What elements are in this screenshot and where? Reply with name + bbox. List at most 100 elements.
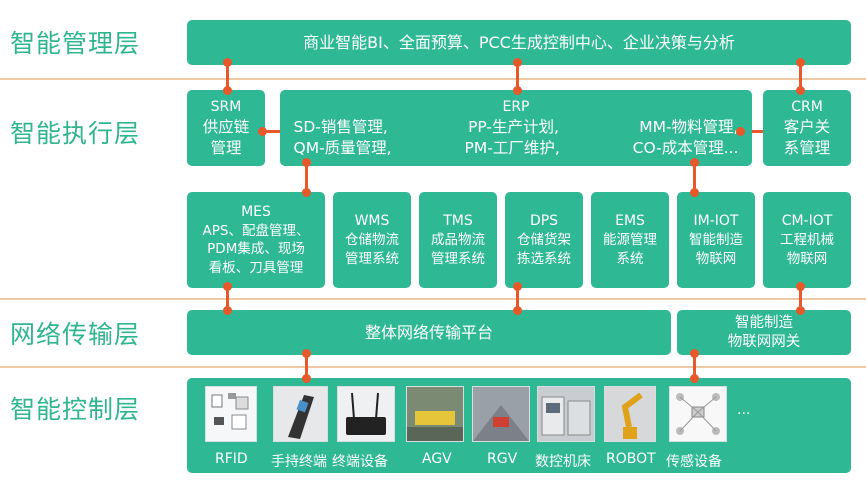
cmiot-line2: 物联网	[786, 250, 828, 267]
separator-2	[0, 298, 866, 300]
dps-box: DPS 仓储货架 拣选系统	[505, 192, 583, 288]
wms-title: WMS	[354, 213, 390, 229]
separator-1	[0, 78, 866, 80]
erp-mm: MM-物料管理,	[639, 117, 739, 136]
srm-line2: 管理	[210, 138, 242, 157]
network-platform-box: 整体网络传输平台	[187, 310, 671, 355]
handheld-terminal-image	[273, 386, 328, 442]
wms-line1: 仓储物流	[345, 232, 399, 248]
label-sensor: 传感设备	[666, 454, 722, 470]
erp-co: CO-成本管理...	[632, 138, 739, 157]
connector-mes-net	[226, 284, 229, 314]
mes-line1: APS、配盘管理、	[202, 222, 310, 239]
layer-label-execution: 智能执行层	[10, 119, 141, 148]
label-handheld: 手持终端	[271, 454, 327, 470]
cmiot-box: CM-IOT 工程机械 物联网	[763, 192, 851, 288]
crm-box: CRM 客户关 系管理	[763, 90, 851, 166]
tms-box: TMS 成品物流 管理系统	[419, 192, 497, 288]
network-platform-text: 整体网络传输平台	[364, 323, 493, 342]
connector-gateway-devices	[693, 352, 696, 382]
dot-erp-mes-a	[302, 158, 311, 167]
management-text: 商业智能BI、全面预算、PCC生成控制中心、企业决策与分析	[303, 33, 735, 52]
tms-line1: 成品物流	[431, 232, 485, 248]
connector-top-srm	[226, 62, 229, 94]
dot-net-dev-a	[302, 349, 311, 358]
dot-erp-imiot-a	[690, 158, 699, 167]
dot-cmiot-gw-a	[796, 282, 805, 291]
connector-top-erp	[516, 62, 519, 94]
srm-line1: 供应链	[202, 117, 250, 136]
imiot-line1: 智能制造	[689, 232, 743, 248]
tms-line2: 管理系统	[431, 250, 485, 267]
ems-line2: 系统	[616, 250, 644, 267]
more-devices: ...	[737, 402, 751, 418]
cmiot-title: CM-IOT	[781, 213, 833, 229]
dot-mes-net-a	[223, 282, 232, 291]
cmiot-line1: 工程机械	[780, 232, 834, 248]
mes-line2: PDM集成、现场	[207, 241, 305, 258]
layer-label-network: 网络传输层	[10, 320, 141, 349]
dot-top-erp-a	[513, 58, 522, 67]
ems-line1: 能源管理	[603, 232, 657, 248]
connector-srm-erp	[262, 130, 284, 133]
label-rfid: RFID	[215, 451, 248, 467]
connector-cmiot-gateway	[799, 284, 802, 314]
sensor-device-image	[669, 386, 727, 442]
dot-top-srm-a	[223, 58, 232, 67]
erp-row-2: QM-质量管理, PM-工厂维护, CO-成本管理...	[294, 138, 739, 159]
dps-line1: 仓储货架	[517, 232, 571, 248]
cnc-machine-image	[537, 386, 595, 442]
dot-top-crm-a	[796, 58, 805, 67]
dot-top-srm-b	[223, 86, 232, 95]
crm-line1: 客户关	[783, 117, 831, 136]
label-agv: AGV	[422, 451, 452, 467]
imiot-box: IM-IOT 智能制造 物联网	[677, 192, 755, 288]
dot-top-erp-b	[513, 86, 522, 95]
rgv-image	[472, 386, 530, 442]
dot-cmiot-gw-b	[796, 306, 805, 315]
connector-top-crm	[799, 62, 802, 94]
erp-qm: QM-质量管理,	[293, 138, 392, 157]
tms-title: TMS	[443, 213, 473, 229]
ems-title: EMS	[615, 213, 645, 229]
erp-pp: PP-生产计划,	[468, 117, 559, 136]
dot-erp-imiot-b	[690, 188, 699, 197]
dot-mes-net-b	[223, 306, 232, 315]
srm-title: SRM	[210, 98, 242, 115]
separator-3	[0, 366, 866, 368]
label-terminal: 终端设备	[332, 454, 388, 470]
label-cnc: 数控机床	[535, 454, 591, 470]
erp-pm: PM-工厂维护,	[464, 138, 560, 157]
mes-box: MES APS、配盘管理、 PDM集成、现场 看板、刀具管理	[187, 192, 325, 288]
dot-net-dev-b	[302, 374, 311, 383]
gateway-line2: 物联网网关	[727, 333, 801, 350]
devices-box: ... RFID 手持终端 终端设备 AGV RGV 数控机床 ROBOT 传感…	[187, 378, 851, 473]
connector-dps-net	[516, 284, 519, 314]
rfid-image	[205, 386, 257, 442]
imiot-line2: 物联网	[695, 250, 737, 267]
dot-gw-dev-b	[690, 374, 699, 383]
connector-erp-mes	[305, 160, 308, 195]
erp-sd: SD-销售管理,	[293, 117, 388, 136]
dps-title: DPS	[529, 213, 559, 229]
gateway-box: 智能制造 物联网网关	[677, 310, 851, 355]
robot-image	[604, 386, 656, 442]
wms-box: WMS 仓储物流 管理系统	[333, 192, 411, 288]
erp-box: ERP SD-销售管理, PP-生产计划, MM-物料管理, QM-质量管理, …	[280, 90, 752, 166]
connector-net-devices	[305, 352, 308, 382]
erp-title: ERP	[502, 98, 530, 115]
ems-box: EMS 能源管理 系统	[591, 192, 669, 288]
srm-box: SRM 供应链 管理	[187, 90, 265, 166]
label-rgv: RGV	[487, 451, 518, 467]
layer-label-control: 智能控制层	[10, 395, 141, 424]
dot-erp-crm	[736, 127, 745, 136]
wms-line2: 管理系统	[345, 250, 399, 267]
agv-image	[406, 386, 464, 442]
label-robot: ROBOT	[606, 451, 656, 467]
dot-dps-net-b	[513, 306, 522, 315]
crm-line2: 系管理	[783, 138, 831, 157]
connector-erp-imiot	[693, 160, 696, 195]
dot-top-crm-b	[796, 86, 805, 95]
layer-label-management: 智能管理层	[10, 29, 141, 58]
terminal-device-image	[337, 386, 395, 442]
